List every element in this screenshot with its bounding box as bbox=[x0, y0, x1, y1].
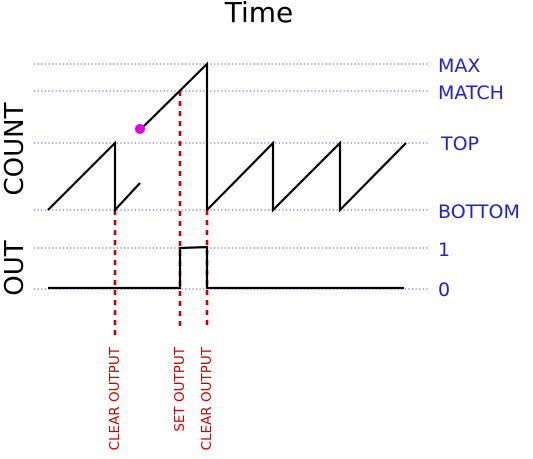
reference-lines bbox=[34, 63, 428, 290]
level-label-zero: 0 bbox=[438, 279, 450, 301]
count-waveform-sawtooth bbox=[206, 140, 407, 213]
level-label-max: MAX bbox=[438, 55, 480, 77]
level-label-match: MATCH bbox=[438, 82, 504, 104]
output-waveform bbox=[48, 245, 404, 290]
level-labels: MAX MATCH TOP BOTTOM 1 0 bbox=[438, 55, 520, 301]
level-label-top: TOP bbox=[440, 133, 479, 155]
diagram-title: Time bbox=[224, 0, 294, 29]
event-labels: CLEAR OUTPUT SET OUTPUT CLEAR OUTPUT bbox=[107, 346, 215, 450]
out-axis-label: OUT bbox=[0, 240, 30, 295]
level-label-one: 1 bbox=[438, 239, 450, 261]
count-change-marker bbox=[135, 124, 145, 134]
count-waveform-overflow-ramp bbox=[140, 61, 209, 210]
event-lines bbox=[113, 91, 209, 340]
event-label-clear-output-1: CLEAR OUTPUT bbox=[107, 346, 123, 450]
count-waveform-first-ramp bbox=[47, 140, 141, 213]
count-axis-label: COUNT bbox=[0, 102, 30, 195]
event-label-clear-output-2: CLEAR OUTPUT bbox=[199, 346, 215, 450]
event-label-set-output: SET OUTPUT bbox=[172, 346, 188, 431]
level-label-bottom: BOTTOM bbox=[438, 201, 520, 223]
